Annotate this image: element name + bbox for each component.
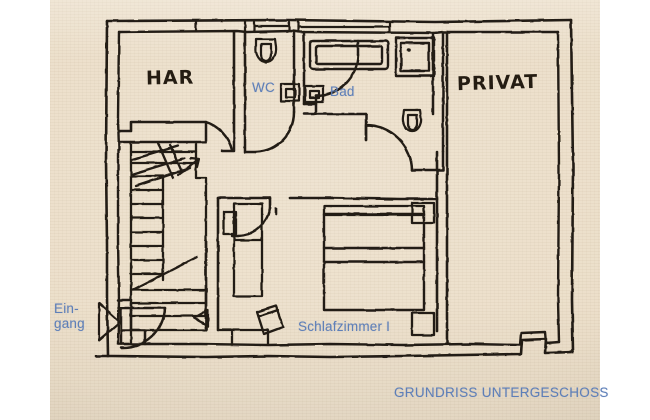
door-arc-bad	[314, 39, 360, 116]
exterior-wall-inner	[116, 29, 561, 347]
room-har-walls	[117, 30, 247, 144]
nightstand-left	[222, 210, 238, 236]
door-arc-bad-lower	[364, 123, 445, 172]
room-bad-walls	[302, 30, 445, 154]
bad-second-toilet	[401, 108, 423, 133]
plan-caption: GRUNDRISS UNTERGESCHOSS	[394, 385, 609, 400]
nightstand-bottom-right	[410, 311, 436, 337]
entrance-arrow	[97, 301, 122, 342]
door-arc-hallway-center	[243, 102, 296, 154]
bedroom-lower-sill	[216, 328, 270, 346]
annotation-eingang-line2: gang	[54, 315, 85, 331]
wc-toilet-fixture	[254, 37, 278, 64]
bad-washbasin	[303, 84, 325, 104]
bedroom-chair-or-rug	[255, 304, 285, 336]
nightstand-top-right	[410, 201, 436, 225]
entrance-door	[116, 298, 167, 350]
room-label-schlafzimmer: Schlafzimmer I	[298, 319, 391, 334]
wardrobe	[232, 202, 264, 298]
bathtub-fixture	[308, 39, 390, 71]
window-group-top-wall	[194, 19, 392, 34]
room-schlafzimmer-walls	[204, 196, 439, 332]
bad-shower-or-window	[394, 36, 436, 78]
room-privat-walls	[435, 30, 449, 346]
bed-headboard	[322, 204, 426, 217]
bedroom-arrow	[192, 308, 210, 328]
door-arc-har	[204, 120, 236, 153]
stair-up-arrow	[176, 156, 201, 177]
room-label-privat: PRIVAT	[456, 70, 539, 96]
annotation-eingang-line1: Ein-	[54, 301, 79, 316]
bedroom-door-arc	[230, 206, 272, 238]
annotation-label-eingang: Ein- gang	[54, 301, 85, 331]
wc-washbasin	[279, 82, 301, 103]
room-label-wc: WC	[252, 80, 275, 95]
room-label-bad: Bad	[330, 84, 355, 99]
room-label-har: HAR	[145, 66, 195, 90]
bed-double	[322, 212, 426, 312]
